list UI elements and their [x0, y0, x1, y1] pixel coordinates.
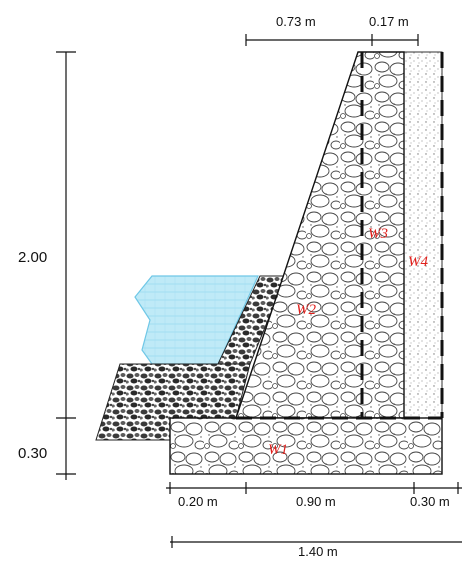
- base-slab: [169, 417, 443, 475]
- weight-label-w2: W2: [296, 302, 316, 318]
- top-dimension: [245, 34, 419, 46]
- dim-base-heel: 0.30 m: [410, 494, 450, 509]
- dim-base-total: 1.40 m: [298, 544, 338, 559]
- weight-label-w3: W3: [368, 226, 388, 242]
- gravel-face-strip: [217, 275, 287, 365]
- dim-height-base: 0.30: [18, 445, 47, 462]
- base-dimension: [166, 482, 462, 494]
- weight-label-w1: W1: [268, 442, 288, 458]
- backfill-region: [403, 51, 443, 419]
- dim-top-left-width: 0.73 m: [276, 14, 316, 29]
- weight-label-w4: W4: [408, 254, 428, 270]
- dim-base-toe: 0.20 m: [178, 494, 218, 509]
- left-dimension: [56, 51, 76, 480]
- total-base-dimension: [170, 536, 462, 548]
- dim-top-right-width: 0.17 m: [369, 14, 409, 29]
- dim-height-upper: 2.00: [18, 249, 47, 266]
- dim-base-middle: 0.90 m: [296, 494, 336, 509]
- water-body: [134, 275, 259, 365]
